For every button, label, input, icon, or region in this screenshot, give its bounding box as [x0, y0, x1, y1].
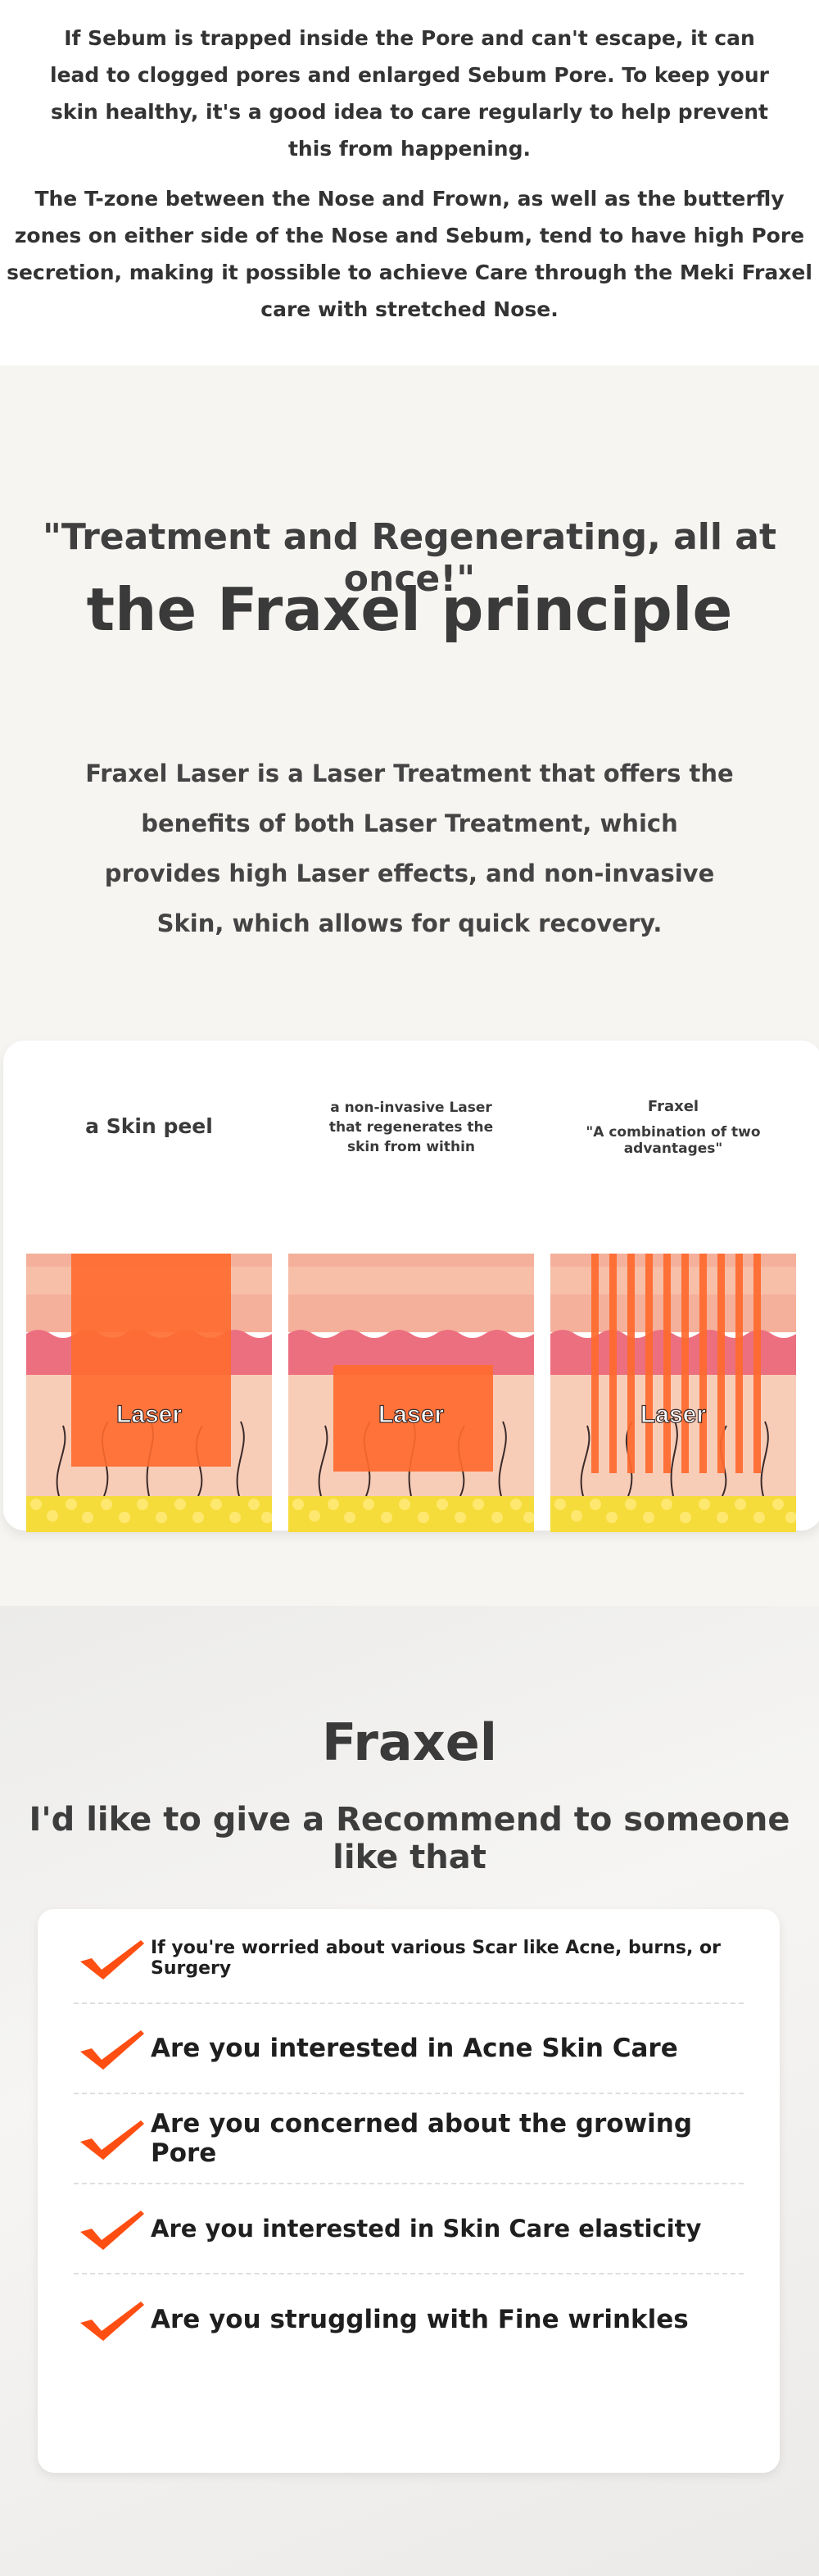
- laser-columns: [591, 1254, 761, 1473]
- intro-paragraph-2: The T-zone between the Nose and Frown, a…: [7, 187, 812, 321]
- recommend-subtitle: I'd like to give a Recommend to someone …: [29, 1801, 790, 1876]
- checklist-item-text: Are you interested in Skin Care elastici…: [151, 2215, 702, 2243]
- laser-zone: [71, 1254, 231, 1467]
- laser-label: Laser: [116, 1401, 182, 1428]
- checkmark-icon: [80, 2030, 144, 2070]
- checklist-item: Are you concerned about the growing Pore: [74, 2094, 744, 2184]
- intro-paragraph-1: If Sebum is trapped inside the Pore and …: [50, 26, 769, 161]
- checkmark-icon: [80, 2302, 144, 2341]
- panel-non-invasive: a non-invasive Laser that regenerates th…: [288, 1041, 534, 1532]
- fat-cells: [292, 1499, 534, 1523]
- checklist-item: Are you struggling with Fine wrinkles: [74, 2274, 744, 2365]
- panel-fraxel-title: Fraxel: [647, 1098, 699, 1115]
- checklist-item-text: Are you interested in Acne Skin Care: [151, 2034, 678, 2063]
- checklist-item: Are you interested in Skin Care elastici…: [74, 2184, 744, 2274]
- pink-layer: [288, 1330, 534, 1376]
- fraxel-diagram: Laser: [550, 1254, 796, 1532]
- principle-title: the Fraxel principle: [86, 575, 733, 644]
- panel-skin-peel-title: a Skin peel: [85, 1114, 213, 1138]
- laser-label: Laser: [640, 1401, 706, 1428]
- recommend-title: Fraxel: [321, 1712, 498, 1772]
- panel-fraxel: Fraxel "A combination of two advantages": [550, 1041, 796, 1532]
- epidermis-band: [288, 1267, 534, 1295]
- intro-section: If Sebum is trapped inside the Pore and …: [0, 0, 819, 365]
- checkmark-icon: [80, 2211, 144, 2250]
- principle-quote: "Treatment and Regenerating, all at once…: [42, 516, 777, 600]
- checkmark-icon: [80, 2120, 144, 2160]
- non-invasive-diagram: Laser: [288, 1254, 534, 1532]
- panel-non-invasive-title: a non-invasive Laser that regenerates th…: [328, 1100, 494, 1155]
- principle-description: Fraxel Laser is a Laser Treatment that o…: [85, 760, 734, 937]
- checklist-item-text: Are you concerned about the growing Pore: [151, 2109, 693, 2168]
- checkmark-icon: [80, 1940, 144, 1980]
- skin-peel-diagram: Laser: [26, 1254, 272, 1532]
- panel-fraxel-subtitle: "A combination of two advantages": [586, 1124, 761, 1157]
- recommend-section: Fraxel I'd like to give a Recommend to s…: [0, 1606, 819, 2576]
- recommend-checklist-card: If you're worried about various Scar lik…: [38, 1909, 780, 2473]
- checklist-item-text: Are you struggling with Fine wrinkles: [151, 2305, 689, 2334]
- fraxel-principle-section: "Treatment and Regenerating, all at once…: [0, 365, 819, 1606]
- fat-cells: [30, 1499, 272, 1523]
- checklist-item: Are you interested in Acne Skin Care: [74, 2004, 744, 2094]
- panel-skin-peel: a Skin peel Laser: [26, 1041, 272, 1532]
- laser-comparison-card: a Skin peel Laser a non-invasive Laser t…: [3, 1041, 819, 1532]
- laser-zone: [333, 1365, 493, 1472]
- checklist-item: If you're worried about various Scar lik…: [74, 1914, 744, 2004]
- fat-cells: [554, 1499, 796, 1523]
- laser-label: Laser: [378, 1401, 444, 1428]
- checklist-item-text: If you're worried about various Scar lik…: [151, 1938, 721, 1979]
